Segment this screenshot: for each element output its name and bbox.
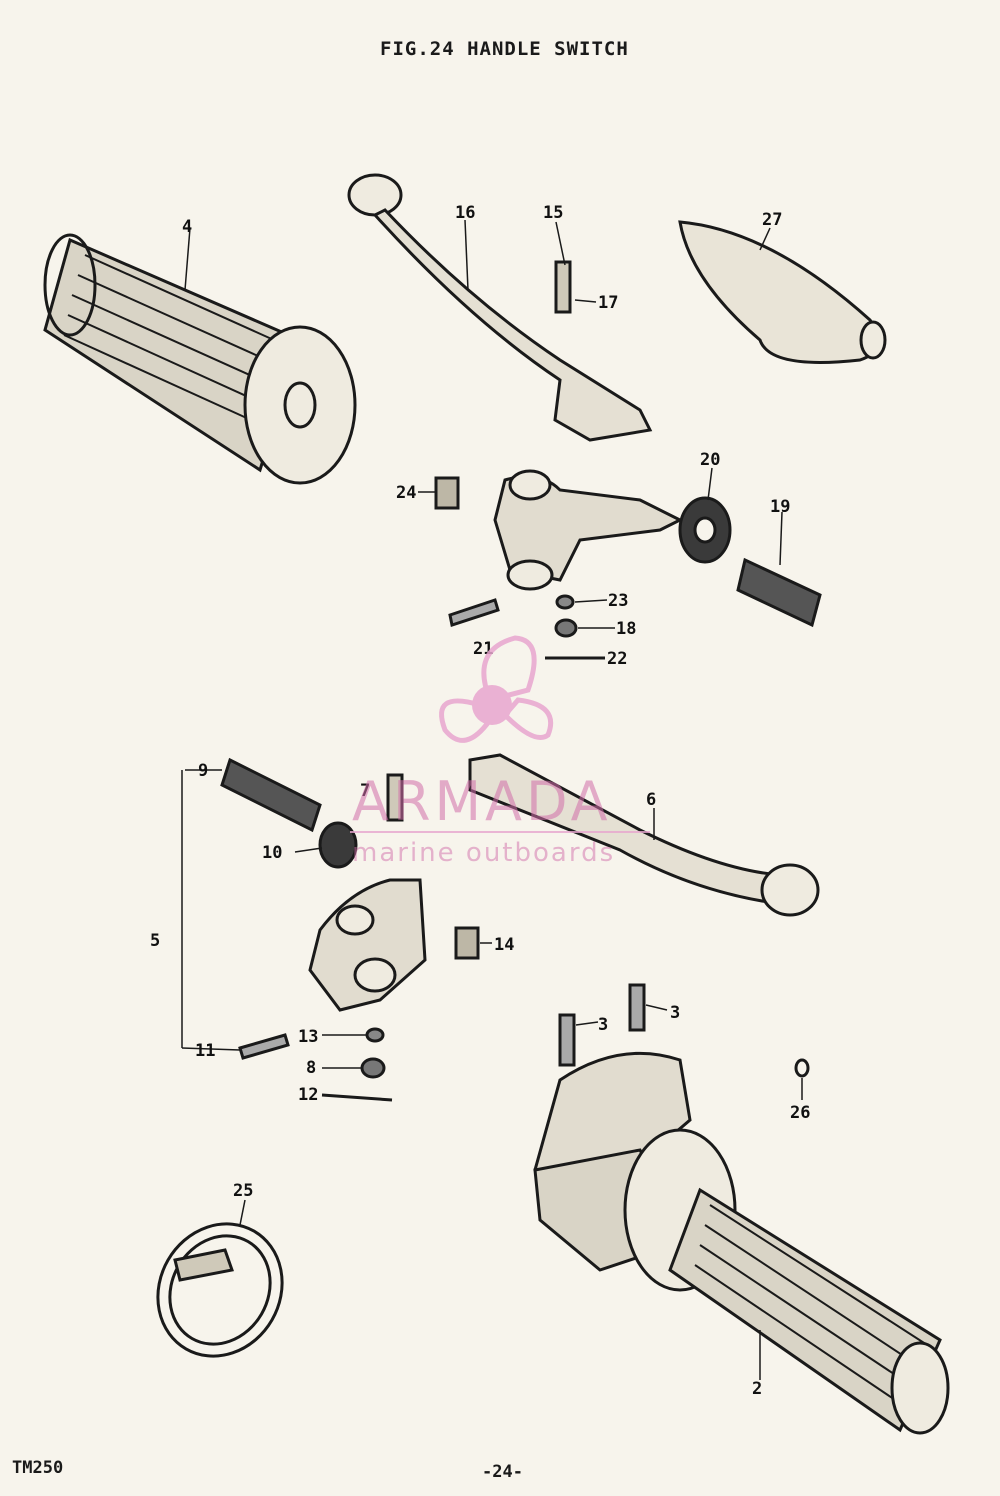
part-label-16: 16 bbox=[455, 203, 475, 223]
part-label-27: 27 bbox=[762, 210, 782, 230]
adjuster-sleeve-lower bbox=[454, 926, 480, 960]
part-label-25: 25 bbox=[233, 1181, 253, 1201]
lever-bracket-lower bbox=[308, 878, 427, 1012]
small-nut bbox=[555, 594, 575, 610]
part-label-4: 4 bbox=[182, 217, 192, 237]
part-label-2: 2 bbox=[752, 1379, 762, 1399]
part-label-23: 23 bbox=[608, 591, 628, 611]
small-screw bbox=[794, 1058, 810, 1078]
model-code: TM250 bbox=[12, 1458, 64, 1478]
part-label-3a: 3 bbox=[598, 1015, 608, 1035]
washer-lower bbox=[360, 1057, 386, 1079]
part-label-10: 10 bbox=[262, 843, 282, 863]
part-label-22: 22 bbox=[607, 649, 627, 669]
bracket-bolt-lower bbox=[238, 1033, 290, 1060]
adjuster-sleeve bbox=[434, 476, 460, 510]
part-label-6: 6 bbox=[646, 790, 656, 810]
part-label-20: 20 bbox=[700, 450, 720, 470]
part-label-9: 9 bbox=[198, 761, 208, 781]
cable-adjuster-upper bbox=[736, 557, 822, 628]
switch-cover bbox=[678, 220, 887, 364]
page-number: -24- bbox=[482, 1462, 523, 1482]
part-label-24: 24 bbox=[396, 483, 416, 503]
part-label-17: 17 bbox=[598, 293, 618, 313]
part-label-12: 12 bbox=[298, 1085, 318, 1105]
cable-adjuster-lower bbox=[220, 757, 322, 833]
watermark-tagline: marine outboards bbox=[352, 838, 616, 868]
clutch-lever bbox=[347, 173, 653, 442]
part-label-19: 19 bbox=[770, 497, 790, 517]
lever-bracket-upper bbox=[493, 469, 684, 591]
right-grip bbox=[623, 1128, 950, 1435]
figure-title: FIG.24 HANDLE SWITCH bbox=[380, 38, 629, 60]
part-label-3b: 3 bbox=[670, 1003, 680, 1023]
nut-lower bbox=[365, 1027, 385, 1043]
left-grip bbox=[43, 233, 357, 485]
part-label-7: 7 bbox=[360, 781, 370, 801]
part-label-26: 26 bbox=[790, 1103, 810, 1123]
housing-screw-b bbox=[628, 983, 646, 1032]
part-label-15: 15 bbox=[543, 203, 563, 223]
part-label-13: 13 bbox=[298, 1027, 318, 1047]
bracket-bolt-upper bbox=[448, 598, 500, 627]
pivot-bolt-lower bbox=[386, 773, 404, 822]
pin-lower bbox=[321, 1093, 393, 1102]
part-label-8: 8 bbox=[306, 1058, 316, 1078]
small-washer bbox=[554, 618, 578, 638]
watermark-propeller-logo bbox=[439, 635, 554, 743]
pivot-bolt-upper bbox=[554, 260, 572, 314]
part-label-5: 5 bbox=[150, 931, 160, 951]
housing-screw-a bbox=[558, 1013, 576, 1067]
locknut bbox=[318, 821, 358, 869]
watermark-brand: ARMADA bbox=[352, 770, 612, 833]
brake-lever bbox=[468, 753, 820, 917]
part-label-11: 11 bbox=[195, 1041, 215, 1061]
part-label-14: 14 bbox=[494, 935, 514, 955]
part-label-18: 18 bbox=[616, 619, 636, 639]
cable-clamp bbox=[156, 1222, 284, 1358]
